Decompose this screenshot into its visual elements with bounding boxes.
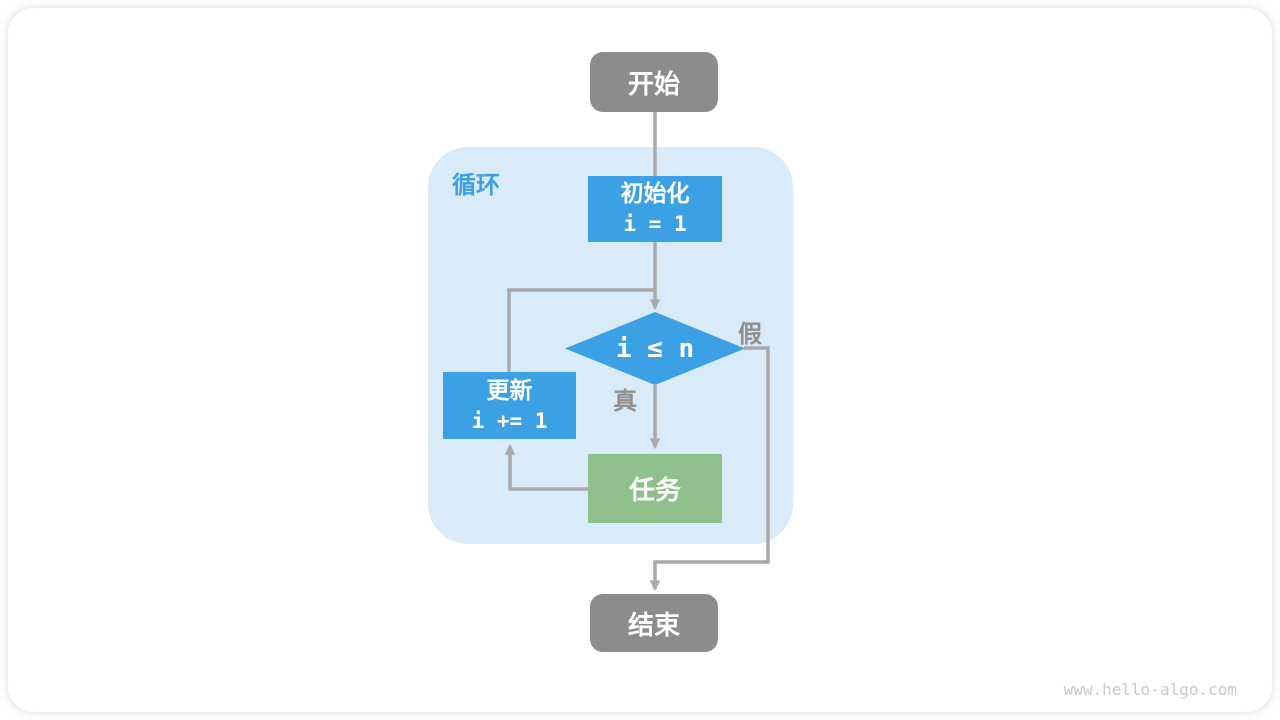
branch-label-true: 真	[613, 387, 637, 415]
loop-region-label: 循环	[452, 171, 500, 199]
task-node: 任务	[588, 454, 722, 523]
init-node: 初始化 i = 1	[588, 176, 722, 242]
condition-node-code: i ≤ n	[615, 333, 695, 364]
task-node-label: 任务	[628, 476, 681, 506]
init-node-title: 初始化	[620, 181, 690, 207]
update-node: 更新 i += 1	[443, 372, 576, 439]
update-node-title: 更新	[486, 377, 533, 404]
start-node: 开始	[590, 52, 718, 112]
init-node-code: i = 1	[623, 212, 687, 236]
branch-label-false: 假	[738, 320, 762, 348]
end-node-label: 结束	[627, 610, 680, 641]
start-node-label: 开始	[627, 69, 680, 100]
update-node-code: i += 1	[471, 408, 548, 433]
end-node: 结束	[590, 594, 718, 652]
watermark-url: www.hello-algo.com	[1063, 680, 1237, 699]
